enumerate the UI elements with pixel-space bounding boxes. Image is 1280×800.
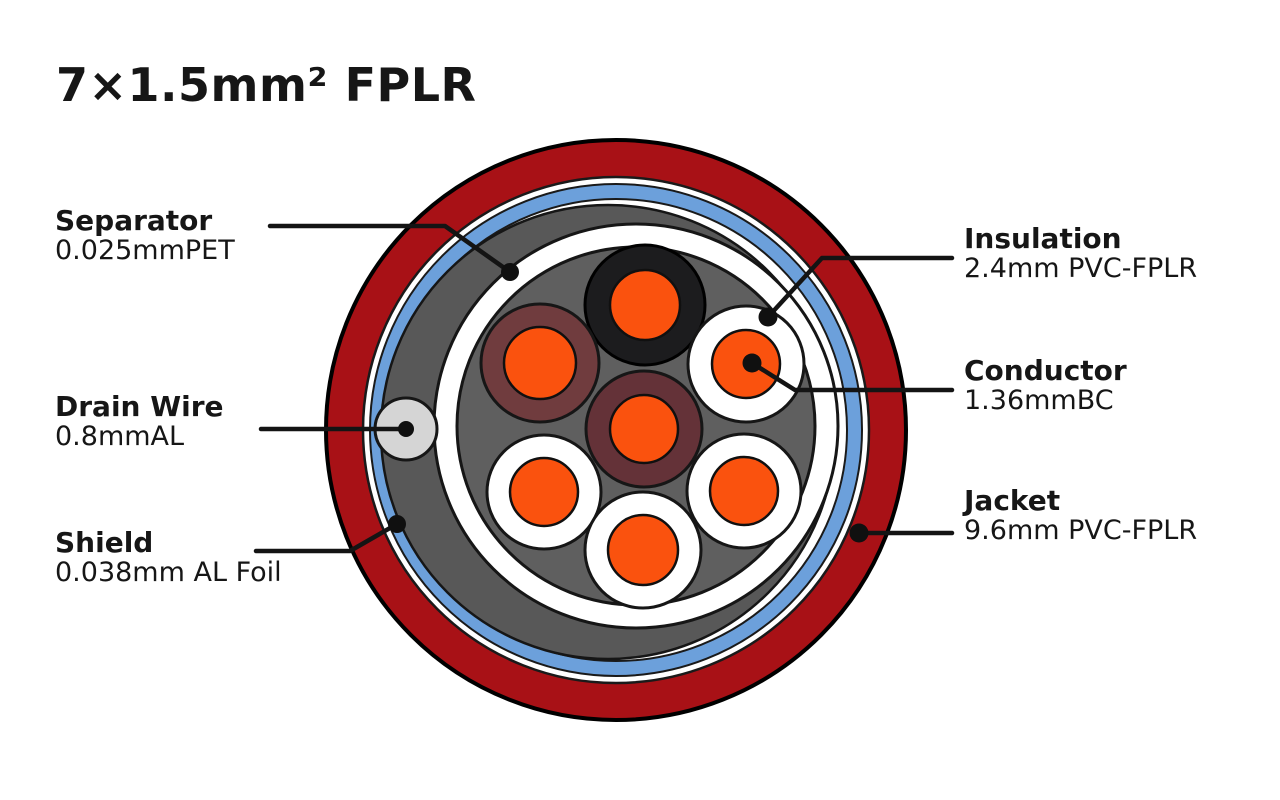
label-drain-wire: Drain Wire 0.8mmAL [55,391,224,452]
conductor-core [708,455,780,527]
label-separator: Separator 0.025mmPET [55,205,235,266]
insulation-leader-line [765,255,955,320]
label-jacket: Jacket 9.6mm PVC-FPLR [964,485,1197,546]
shield-leader-line [253,521,400,554]
page-title: 7×1.5mm² FPLR [56,58,477,112]
jacket-label-value: 9.6mm PVC-FPLR [964,515,1198,546]
drain-wire-label-value: 0.8mmAL [55,421,185,452]
label-insulation: Insulation 2.4mm PVC-FPLR [964,223,1197,284]
conductor-label-name: Conductor [964,354,1127,387]
drain-wire-leader-dot [398,421,414,437]
conductor-maroon-left [479,302,601,424]
conductor-core [608,393,680,465]
leader-lines [253,223,955,554]
separator-label-name: Separator [55,204,213,237]
conductor-core [608,268,682,342]
drain-wire-label-name: Drain Wire [55,390,224,423]
conductor-white-bottom [583,490,703,610]
conductor-black [583,243,707,367]
separator-label-value: 0.025mmPET [55,235,235,266]
conductor-leader-line [749,360,955,393]
insulation-leader-dot [758,307,778,327]
conductor-core [502,325,578,401]
insulation-label-name: Insulation [964,222,1122,255]
conductor-core [508,456,580,528]
jacket-label-name: Jacket [964,484,1061,517]
conductor-white-lower-right [685,432,803,550]
conductor-leader-dot [742,353,762,373]
jacket-leader-dot [849,523,869,543]
conductor-core [606,513,680,587]
label-conductor: Conductor 1.36mmBC [964,355,1127,416]
leader-dots [388,263,869,543]
shield-label-value: 0.038mm AL Foil [55,557,282,588]
separator-leader-dot [501,263,519,281]
conductor-maroon-center [584,369,704,489]
label-shield: Shield 0.038mm AL Foil [55,527,282,588]
insulation-label-value: 2.4mm PVC-FPLR [964,253,1198,284]
shield-leader-dot [388,515,406,533]
conductor-white-lower-left [485,433,603,551]
conductor-label-value: 1.36mmBC [964,385,1114,416]
separator-leader-line [267,223,513,275]
shield-label-name: Shield [55,526,154,559]
